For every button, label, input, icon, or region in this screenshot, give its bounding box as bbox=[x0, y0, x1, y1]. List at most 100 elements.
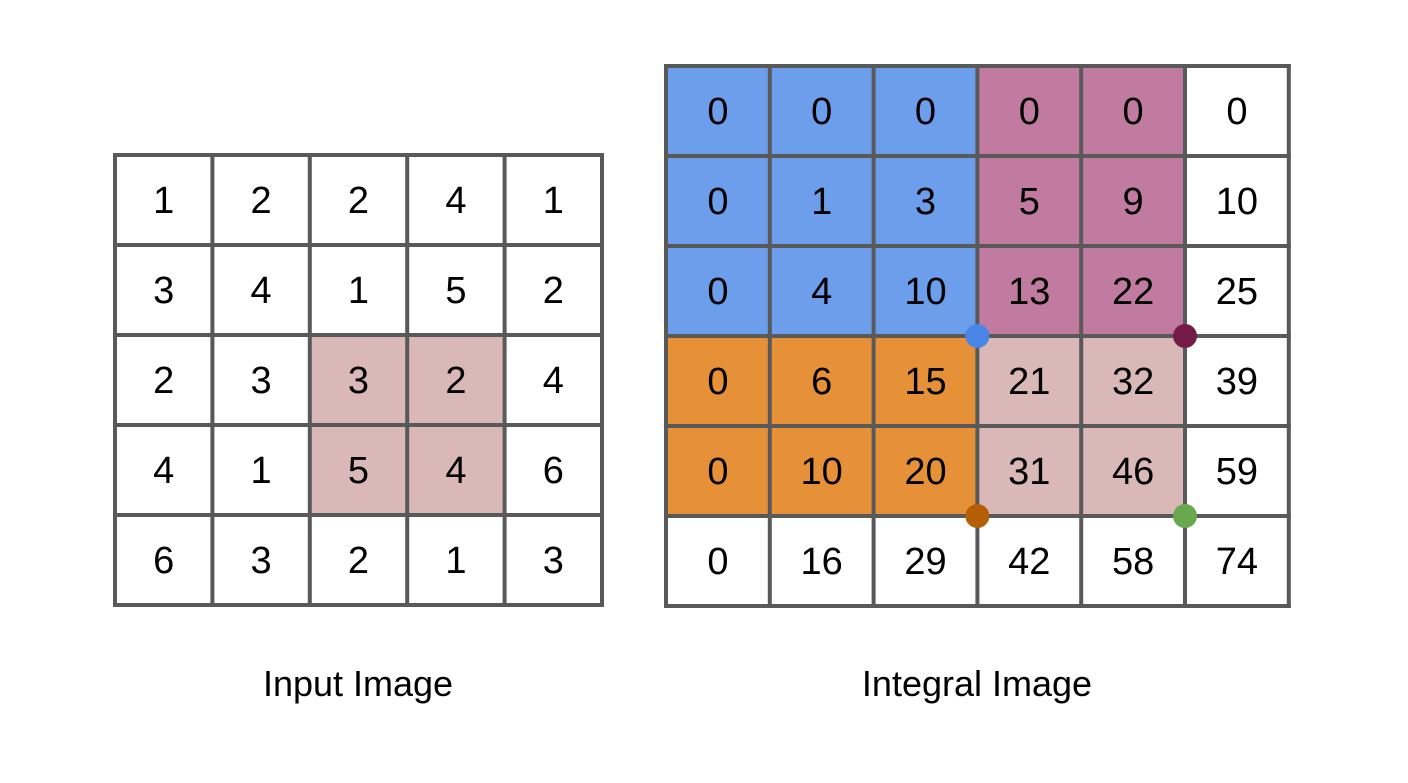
integral-image-cell bbox=[1185, 336, 1289, 426]
integral-image-cell bbox=[977, 246, 1082, 336]
integral-image-cell bbox=[1081, 156, 1185, 246]
integral-image-cell-value: 39 bbox=[1216, 361, 1258, 403]
input-image-cell-value: 4 bbox=[543, 360, 564, 402]
integral-image-cell-value: 59 bbox=[1216, 451, 1258, 493]
input-image-cell bbox=[504, 425, 602, 515]
input-image-cell-value: 3 bbox=[348, 360, 369, 402]
integral-image-cell-value: 58 bbox=[1112, 541, 1154, 583]
input-image-cell-value: 1 bbox=[445, 540, 466, 582]
integral-image-cell bbox=[1185, 426, 1289, 516]
integral-image-cell bbox=[666, 516, 770, 606]
input-image-cell bbox=[115, 425, 213, 515]
integral-image-cell bbox=[977, 516, 1082, 606]
input-image-caption: Input Image bbox=[263, 663, 453, 704]
input-image-cell bbox=[115, 155, 213, 245]
integral-image-cell-value: 10 bbox=[1216, 181, 1258, 223]
integral-image-cell-value: 4 bbox=[811, 271, 832, 313]
integral-image-cell-value: 20 bbox=[904, 451, 946, 493]
integral-image-cell-value: 3 bbox=[915, 181, 936, 223]
maroon-corner-dot bbox=[1173, 324, 1197, 348]
integral-image-cell-value: 0 bbox=[1226, 91, 1247, 133]
integral-image-cell-value: 5 bbox=[1019, 181, 1040, 223]
input-image-cell-value: 4 bbox=[251, 270, 272, 312]
integral-image-cell-value: 42 bbox=[1008, 541, 1050, 583]
input-image-cell-value: 5 bbox=[348, 450, 369, 492]
input-image-cell-value: 1 bbox=[543, 180, 564, 222]
input-image-cell bbox=[309, 425, 408, 515]
integral-image-cell bbox=[1185, 156, 1289, 246]
input-image-cell bbox=[212, 245, 310, 335]
integral-image-cell bbox=[1185, 246, 1289, 336]
integral-image-cell bbox=[977, 66, 1082, 156]
integral-image-cell-value: 9 bbox=[1123, 181, 1144, 223]
integral-image-cell bbox=[1081, 426, 1185, 516]
integral-image-cell-value: 74 bbox=[1216, 541, 1258, 583]
integral-image-cell bbox=[977, 426, 1082, 516]
input-image-cell-value: 6 bbox=[153, 540, 174, 582]
input-image-cell bbox=[309, 515, 408, 605]
input-image-cell-value: 2 bbox=[445, 360, 466, 402]
integral-image-cell-value: 16 bbox=[801, 541, 843, 583]
integral-image-cell bbox=[1185, 516, 1289, 606]
input-image-cell-value: 2 bbox=[348, 540, 369, 582]
input-image-cell bbox=[212, 335, 310, 425]
integral-image-caption: Integral Image bbox=[862, 663, 1092, 704]
input-image-cell bbox=[407, 335, 505, 425]
input-image-cell bbox=[504, 245, 602, 335]
integral-image-cell-value: 10 bbox=[801, 451, 843, 493]
brown-corner-dot bbox=[965, 504, 990, 528]
integral-image-cell bbox=[1081, 66, 1185, 156]
input-image-cell bbox=[115, 515, 213, 605]
green-corner-dot bbox=[1173, 504, 1197, 528]
integral-image-cell bbox=[873, 426, 978, 516]
input-image-cell bbox=[212, 155, 310, 245]
integral-image-cell-value: 13 bbox=[1008, 271, 1050, 313]
integral-image-cell-value: 21 bbox=[1008, 361, 1050, 403]
integral-image-cell-value: 6 bbox=[811, 361, 832, 403]
integral-image-cell-value: 0 bbox=[707, 451, 728, 493]
integral-image-cell bbox=[1185, 66, 1289, 156]
input-image-cell bbox=[115, 245, 213, 335]
integral-image-cell bbox=[666, 246, 770, 336]
input-image-cell-value: 1 bbox=[251, 450, 272, 492]
input-image-cell bbox=[309, 245, 408, 335]
input-image-cell bbox=[407, 425, 505, 515]
input-image-cell bbox=[115, 335, 213, 425]
integral-image-cell-value: 25 bbox=[1216, 271, 1258, 313]
input-image-cell-value: 1 bbox=[348, 270, 369, 312]
integral-image-cell-value: 10 bbox=[904, 271, 946, 313]
input-image-cell bbox=[309, 335, 408, 425]
integral-image-cell bbox=[769, 246, 874, 336]
input-image-cell-value: 2 bbox=[543, 270, 564, 312]
input-image-cell-value: 4 bbox=[445, 450, 466, 492]
integral-image-cell bbox=[769, 516, 874, 606]
input-image-cell-value: 3 bbox=[251, 540, 272, 582]
input-image-cell bbox=[407, 515, 505, 605]
input-image-cell-value: 2 bbox=[251, 180, 272, 222]
integral-image-cell bbox=[977, 336, 1082, 426]
input-image-cell-value: 4 bbox=[445, 180, 466, 222]
input-image-cell bbox=[212, 515, 310, 605]
integral-image-cell bbox=[1081, 246, 1185, 336]
integral-image-cell bbox=[769, 336, 874, 426]
integral-image-cell bbox=[1081, 516, 1185, 606]
input-image-cell-value: 5 bbox=[445, 270, 466, 312]
integral-image-cell-value: 15 bbox=[904, 361, 946, 403]
integral-image-cell-value: 0 bbox=[707, 181, 728, 223]
input-image-cell-value: 3 bbox=[543, 540, 564, 582]
input-image-cell bbox=[504, 515, 602, 605]
integral-image-cell-value: 0 bbox=[707, 541, 728, 583]
integral-image-cell-value: 0 bbox=[811, 91, 832, 133]
input-image-cell-value: 1 bbox=[153, 180, 174, 222]
integral-image-cell bbox=[666, 156, 770, 246]
input-image-cell bbox=[309, 155, 408, 245]
integral-image-cell-value: 0 bbox=[707, 361, 728, 403]
input-image-cell bbox=[504, 155, 602, 245]
integral-image-cell-value: 0 bbox=[707, 91, 728, 133]
integral-image-cell-value: 31 bbox=[1008, 451, 1050, 493]
input-image-cell-value: 3 bbox=[153, 270, 174, 312]
integral-image-cell-value: 1 bbox=[811, 181, 832, 223]
